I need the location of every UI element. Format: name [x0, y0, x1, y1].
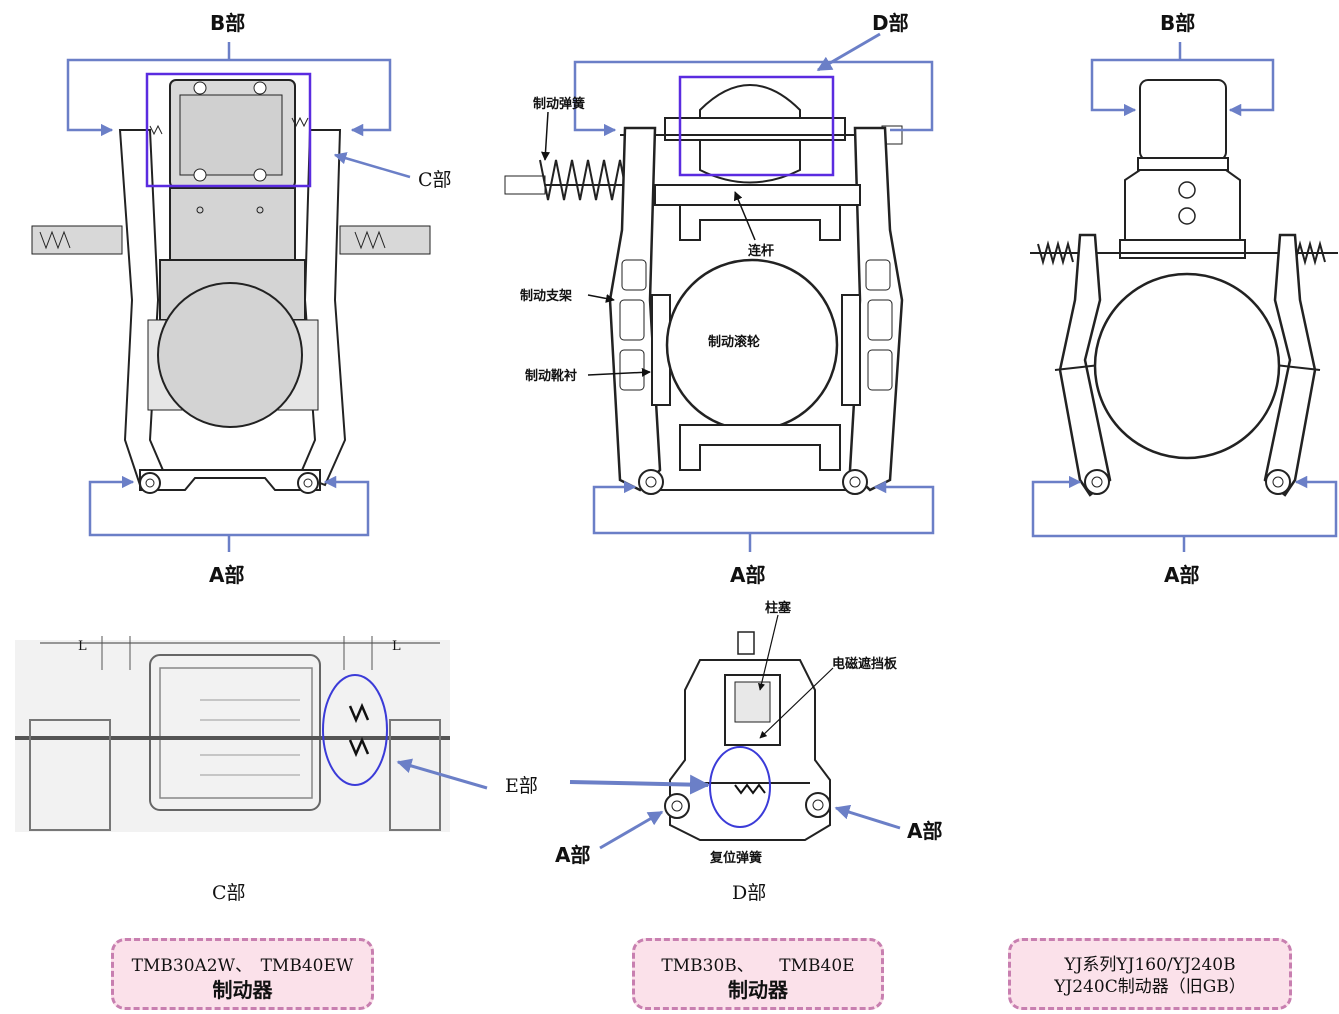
- label-link: 连杆: [748, 243, 774, 259]
- diagram1-label-b: B部: [210, 11, 245, 35]
- model-box-yj-line1: YJ系列YJ160/YJ240B: [1064, 955, 1236, 975]
- caption-c: C部: [212, 882, 246, 904]
- diagram2-label-a: A部: [730, 563, 765, 587]
- diagram1-label-c: C部: [418, 169, 452, 191]
- dim-label-left: L: [78, 639, 87, 654]
- brake-drawing-tmb30a2w: [31, 42, 431, 552]
- detail-d-label-a-right: A部: [907, 819, 942, 843]
- caption-d: D部: [732, 882, 767, 904]
- detail-d-drawing: [569, 614, 901, 850]
- dim-label-right: L: [392, 639, 401, 654]
- label-brake-wheel: 制动滚轮: [708, 334, 760, 350]
- diagram1-label-a: A部: [209, 563, 244, 587]
- label-return-spring: 复位弹簧: [709, 850, 762, 866]
- model-box-tmb30b-line2: 制动器: [728, 978, 788, 1002]
- label-brake-shoe: 制动靴衬: [525, 368, 577, 384]
- detail-c-drawing: [15, 636, 488, 832]
- brake-drawing-yj: [1030, 42, 1338, 552]
- model-box-yj: YJ系列YJ160/YJ240B YJ240C制动器（旧GB）: [1008, 938, 1292, 1010]
- label-brake-spring: 制动弹簧: [533, 96, 585, 112]
- diagram3-label-b: B部: [1160, 11, 1195, 35]
- label-brake-bracket: 制动支架: [520, 288, 572, 304]
- diagram2-label-d: D部: [872, 11, 909, 35]
- model-box-tmb30a2w: TMB30A2W、 TMB40EW 制动器: [111, 938, 374, 1010]
- model-box-tmb30b: TMB30B、 TMB40E 制动器: [632, 938, 884, 1010]
- label-shield-plate: 电磁遮挡板: [832, 656, 898, 672]
- brake-drawing-tmb30b: [504, 32, 935, 552]
- detail-d-label-a-left: A部: [555, 843, 590, 867]
- diagram3-label-a: A部: [1164, 563, 1199, 587]
- model-box-tmb30b-line1: TMB30B、 TMB40E: [661, 956, 855, 976]
- model-box-tmb30a2w-line1: TMB30A2W、 TMB40EW: [131, 956, 354, 976]
- model-box-tmb30a2w-line2: 制动器: [212, 978, 273, 1002]
- label-plunger: 柱塞: [765, 600, 792, 616]
- model-box-yj-line2: YJ240C制动器（旧GB）: [1054, 977, 1246, 997]
- label-e: E部: [505, 775, 538, 797]
